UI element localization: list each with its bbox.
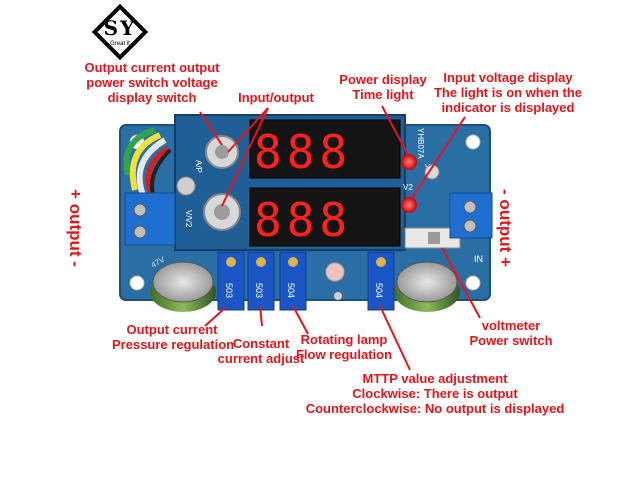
display-bottom-digits: 888 [254, 193, 352, 247]
label-rotating-lamp: Rotating lamp Flow regulation [295, 332, 393, 362]
led-power [401, 154, 417, 170]
wire-yellow [129, 132, 162, 191]
display-top [249, 119, 401, 179]
pot-3 [279, 251, 307, 311]
label-constant-current: Constant current adjust [217, 336, 305, 366]
side-label-right: - output + [495, 189, 515, 267]
label-output-current-pressure: Output current Pressure regulation [112, 322, 235, 352]
display-top-digits: 888 [254, 125, 352, 179]
svg-text:YHB07A: YHB07A [416, 128, 425, 159]
svg-text:503: 503 [254, 283, 264, 298]
svg-text:504: 504 [286, 283, 296, 298]
logo-diamond-icon [92, 4, 148, 60]
pot-2 [247, 251, 275, 311]
display-bottom [249, 187, 401, 247]
label-input-voltage-display: Input voltage display The light is on wh… [433, 70, 583, 115]
callout-arrows [199, 105, 481, 371]
svg-text:IN: IN [474, 254, 483, 264]
svg-text:503: 503 [224, 283, 234, 298]
logo-text: SY [103, 16, 137, 40]
label-voltmeter-switch: voltmeter Power switch [469, 318, 553, 348]
svg-text:V/V2: V/V2 [184, 210, 193, 228]
logo-subtext: Great it [110, 41, 130, 47]
label-power-display: Power display Time light [339, 72, 427, 102]
lamp-led [325, 262, 345, 282]
pot-1 [217, 251, 245, 311]
label-input-output: Input/output [238, 90, 314, 105]
wire-green [123, 127, 156, 176]
terminal-left [124, 192, 176, 246]
brand-logo: SY Great it [92, 4, 148, 60]
svg-text:504: 504 [374, 283, 384, 298]
svg-text:V2: V2 [403, 183, 413, 192]
led-input [401, 197, 417, 213]
label-mttp: MTTP value adjustment Clockwise: There i… [305, 371, 565, 416]
svg-text:A/P: A/P [194, 160, 203, 173]
side-label-left: + output - [65, 189, 85, 267]
label-output-current-switch: Output current output power switch volta… [84, 60, 220, 105]
pot-4 [367, 251, 395, 311]
